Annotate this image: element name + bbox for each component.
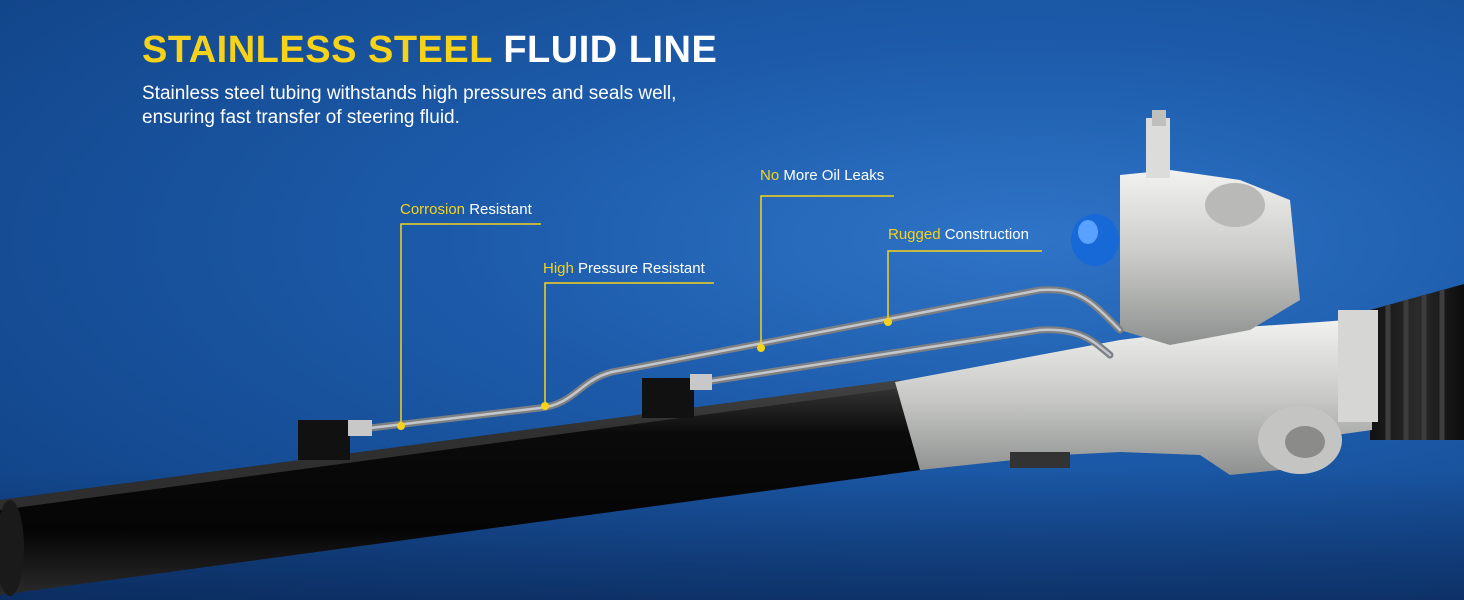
line-brackets [298, 374, 712, 460]
subtitle-line-1: Stainless steel tubing withstands high p… [142, 83, 677, 104]
headline: STAINLESS STEEL FLUID LINE [142, 28, 717, 72]
callout-text: Pressure Resistant [578, 260, 705, 277]
callout-dots [397, 318, 892, 430]
callout-text: Resistant [469, 201, 532, 218]
rubber-boot [1370, 284, 1464, 440]
callout-text: More Oil Leaks [783, 167, 885, 184]
subtitle: Stainless steel tubing withstands high p… [142, 82, 742, 130]
rack-tube [0, 380, 920, 596]
blue-port-cap [1071, 214, 1119, 266]
callout-text: Construction [944, 226, 1029, 243]
headline-main: FLUID LINE [503, 29, 718, 71]
callout-construction: Rugged Construction [888, 226, 1029, 244]
callout-pressure: High Pressure Resistant [543, 260, 705, 278]
fluid-lines [366, 286, 1124, 432]
callout-accent: High [543, 260, 574, 277]
callout-accent: Rugged [888, 226, 941, 243]
callout-corrosion: Corrosion Resistant [400, 201, 532, 219]
callout-leaks: No More Oil Leaks [760, 167, 884, 185]
callout-leaders [400, 195, 1042, 426]
headline-accent: STAINLESS STEEL [142, 29, 493, 71]
callout-accent: Corrosion [400, 201, 466, 218]
subtitle-line-2: ensuring fast transfer of steering fluid… [142, 107, 460, 128]
rack-housing [895, 110, 1378, 475]
callout-accent: No [760, 167, 780, 184]
